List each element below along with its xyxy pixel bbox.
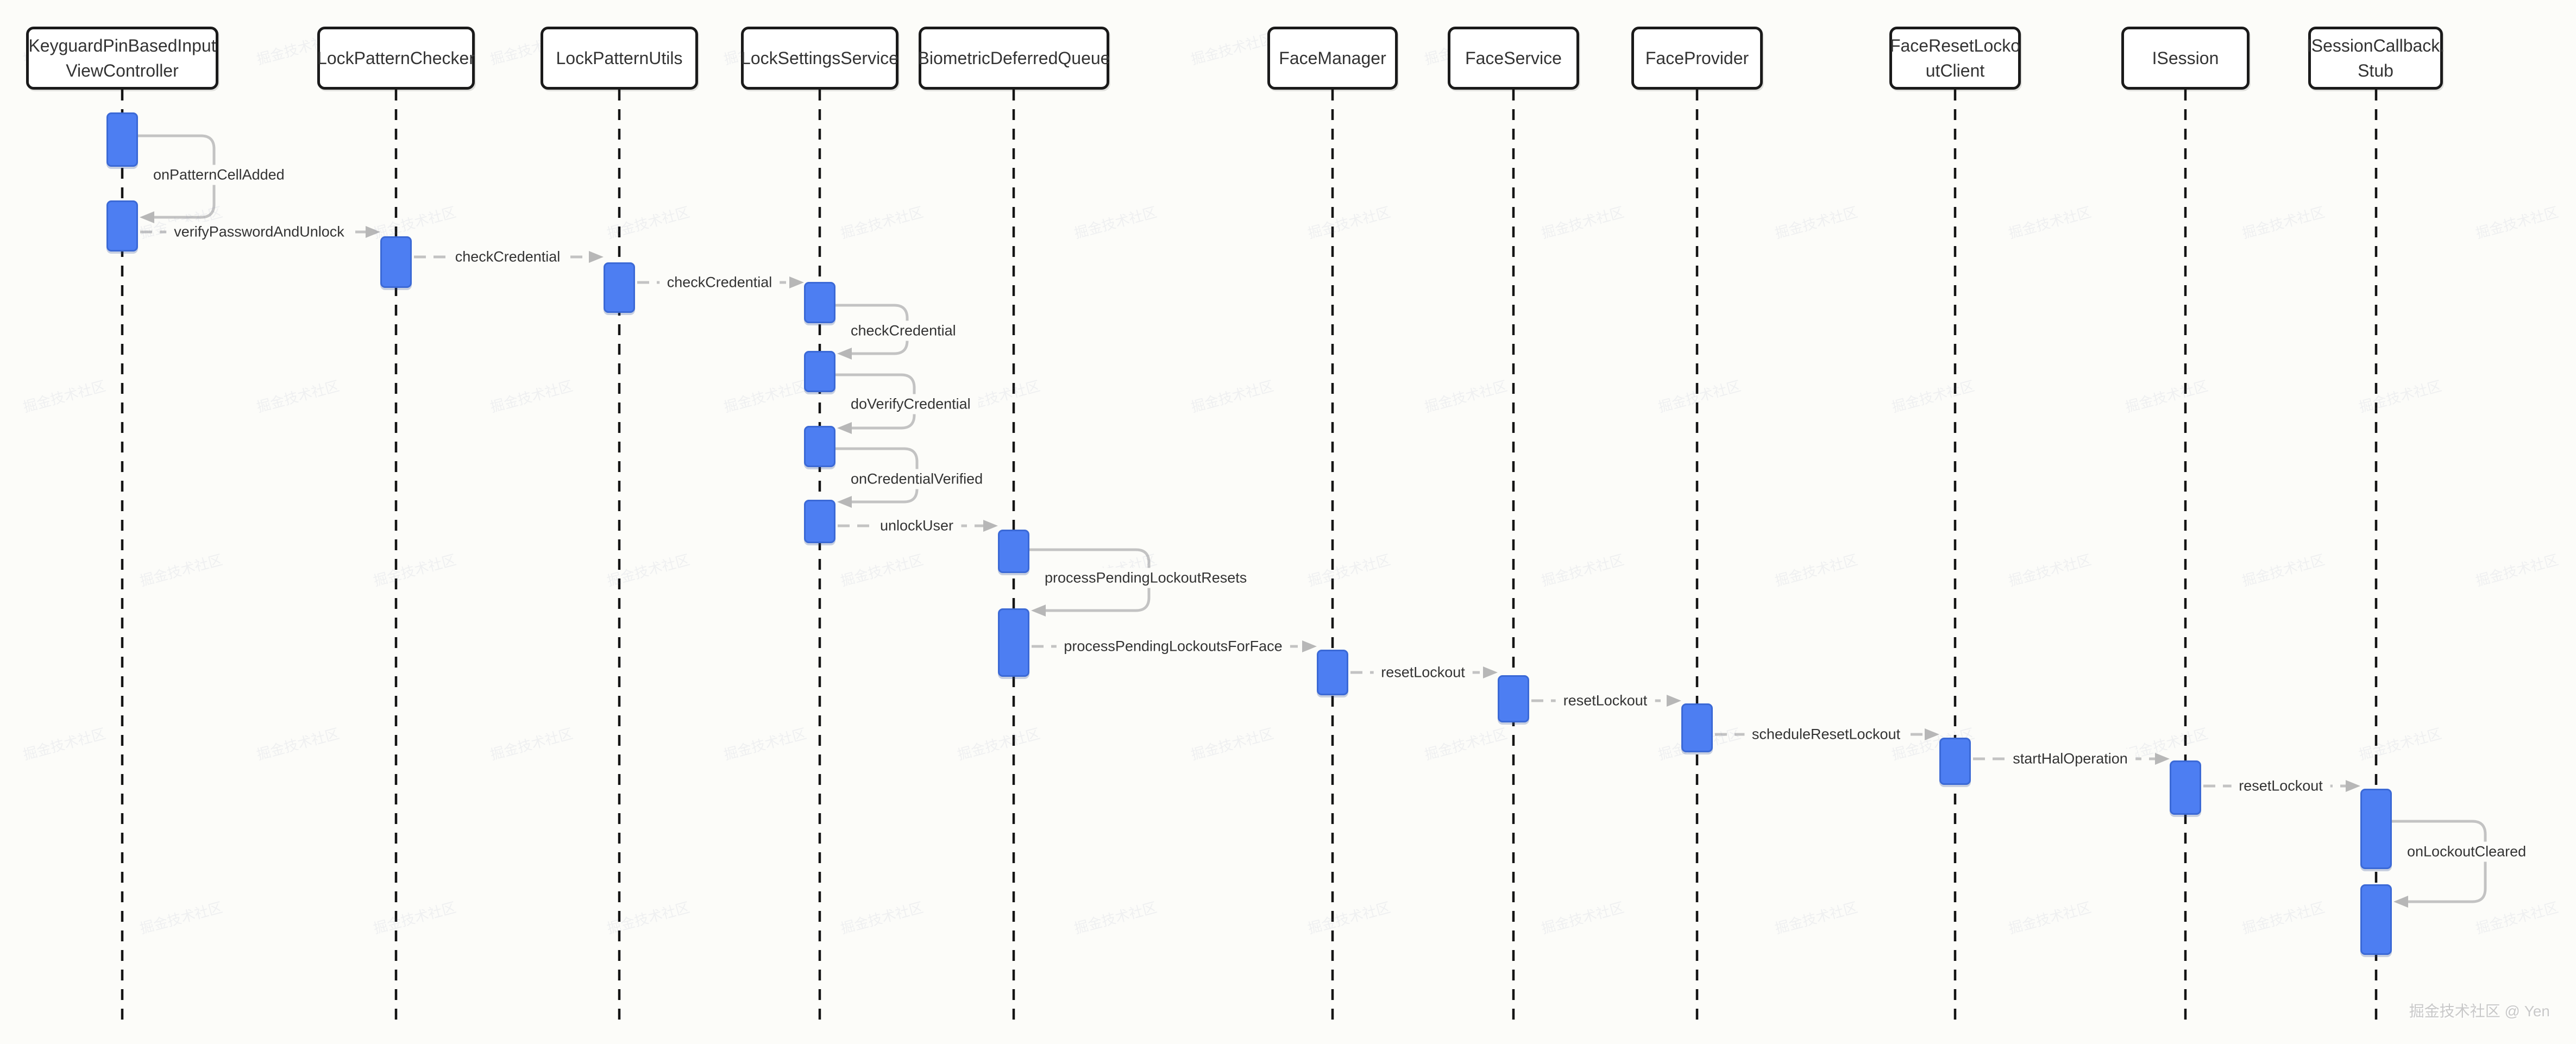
self-message-line	[835, 447, 919, 504]
message-arrowhead	[837, 348, 852, 360]
self-message-line	[2392, 820, 2487, 903]
message-arrowhead	[1483, 666, 1498, 678]
message-arrowhead	[2346, 780, 2360, 792]
message-arrowhead	[366, 226, 380, 238]
message-arrowhead	[837, 496, 852, 508]
message-arrowhead	[983, 520, 998, 532]
message-arrowhead	[140, 211, 154, 223]
self-message-line	[835, 373, 916, 430]
watermark-credit: 掘金技术社区 @ Yen	[2409, 1003, 2550, 1020]
message-arrowhead	[1925, 728, 1939, 740]
message-arrowhead	[1031, 605, 1046, 617]
message-arrowhead	[1302, 640, 1317, 652]
self-message-line	[1029, 548, 1151, 612]
message-arrowhead	[837, 422, 852, 434]
self-message-line	[835, 304, 909, 355]
message-arrowhead	[2393, 896, 2408, 908]
message-arrowhead	[2155, 753, 2170, 765]
message-arrowhead	[589, 251, 604, 263]
message-arrowhead	[1667, 695, 1681, 707]
self-message-line	[138, 134, 216, 219]
message-arrowhead	[789, 276, 804, 288]
